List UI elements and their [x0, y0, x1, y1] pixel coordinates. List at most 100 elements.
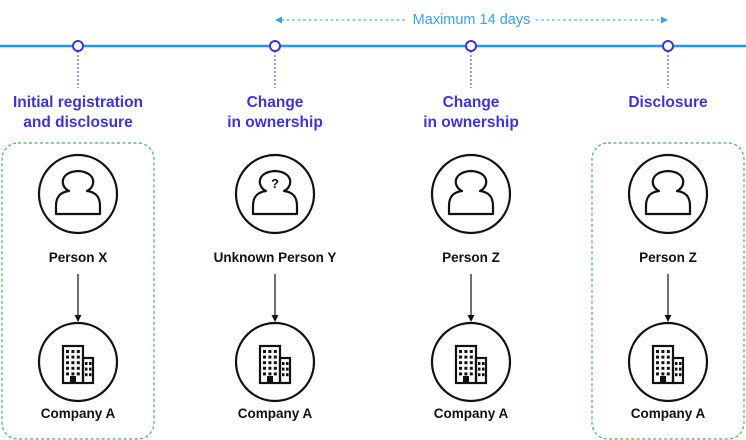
building-window — [71, 366, 75, 370]
person-name: Unknown Person Y — [214, 250, 337, 265]
building-window — [679, 373, 682, 377]
duration-layer: Maximum 14 days — [275, 12, 668, 28]
building-window — [478, 373, 481, 377]
building-window — [268, 350, 272, 353]
stage-label-line: in ownership — [227, 114, 323, 131]
stage-label-line: and disclosure — [23, 114, 133, 131]
building-window — [273, 355, 277, 359]
stages-layer: Initial registration and disclosurePerson… — [13, 40, 709, 421]
timeline-dot — [269, 40, 281, 52]
building-window — [273, 372, 277, 376]
company-name: Company A — [238, 406, 313, 421]
building-window — [469, 350, 473, 353]
building-window — [76, 355, 80, 359]
building-window — [66, 350, 69, 353]
building-window — [459, 355, 462, 359]
building-annex — [474, 356, 488, 385]
person-name: Person Z — [442, 250, 500, 265]
building-icon — [37, 321, 119, 403]
building-door — [70, 376, 76, 383]
dashed-group-box — [591, 142, 745, 440]
building-door — [463, 376, 469, 383]
building-window — [76, 366, 80, 370]
building-window — [263, 355, 266, 359]
building-window — [464, 355, 468, 359]
building-window — [89, 373, 92, 377]
building-window — [268, 366, 272, 370]
building-window — [282, 362, 285, 365]
building-window — [85, 373, 88, 377]
building-window — [286, 362, 289, 365]
stage-label-line: Change — [443, 94, 500, 111]
building-window — [469, 366, 473, 370]
building-window — [66, 372, 69, 376]
person-silhouette — [54, 169, 102, 216]
building-window — [482, 373, 485, 377]
building-window — [273, 366, 277, 370]
building-window — [464, 372, 468, 376]
duration-label: Maximum 14 days — [413, 12, 531, 28]
building-window — [469, 361, 473, 365]
stage-label-line: Disclosure — [628, 94, 708, 111]
building-window — [661, 355, 665, 359]
ownership-arrowhead — [467, 315, 475, 322]
ownership-arrowhead — [271, 315, 279, 322]
building-annex — [81, 356, 95, 385]
stage-label-line: Initial registration — [13, 94, 143, 111]
building-window — [76, 350, 80, 353]
building-window — [666, 350, 670, 353]
building-window — [478, 367, 481, 371]
building-icon — [627, 321, 709, 403]
person-circle — [430, 153, 512, 235]
company-name: Company A — [631, 406, 706, 421]
building-window — [661, 361, 665, 365]
person-silhouette — [251, 169, 299, 216]
duration-arrowhead-left — [275, 16, 282, 24]
building-window — [286, 373, 289, 377]
building-annex — [671, 356, 685, 385]
person-circle — [627, 153, 709, 235]
building-window — [656, 361, 659, 365]
company-name: Company A — [41, 406, 116, 421]
timeline-dot — [662, 40, 674, 52]
building-window — [459, 366, 462, 370]
building-window — [71, 361, 75, 365]
building-window — [675, 367, 678, 371]
group-layer — [1, 142, 745, 440]
building-window — [656, 366, 659, 370]
building-window — [263, 361, 266, 365]
building-window — [66, 366, 69, 370]
building-window — [675, 362, 678, 365]
building-window — [268, 372, 272, 376]
building-window — [656, 372, 659, 376]
building-window — [459, 372, 462, 376]
building-window — [85, 362, 88, 365]
building-window — [85, 367, 88, 371]
building-window — [273, 361, 277, 365]
building-window — [459, 361, 462, 365]
building-window — [656, 350, 659, 353]
person-circle — [234, 153, 316, 235]
person-name: Person X — [49, 250, 108, 265]
building-door — [660, 376, 666, 383]
building-window — [464, 350, 468, 353]
building-window — [268, 361, 272, 365]
ownership-arrowhead — [664, 315, 672, 322]
building-window — [679, 362, 682, 365]
building-window — [282, 373, 285, 377]
building-window — [71, 372, 75, 376]
building-window — [482, 367, 485, 371]
building-window — [666, 361, 670, 365]
building-window — [76, 361, 80, 365]
stage-label-line: Change — [247, 94, 304, 111]
building-window — [464, 366, 468, 370]
building-window — [464, 361, 468, 365]
building-window — [469, 372, 473, 376]
person-icon — [430, 153, 512, 235]
building-window — [286, 367, 289, 371]
building-window — [666, 366, 670, 370]
ownership-arrowhead — [74, 315, 82, 322]
company-name: Company A — [434, 406, 509, 421]
